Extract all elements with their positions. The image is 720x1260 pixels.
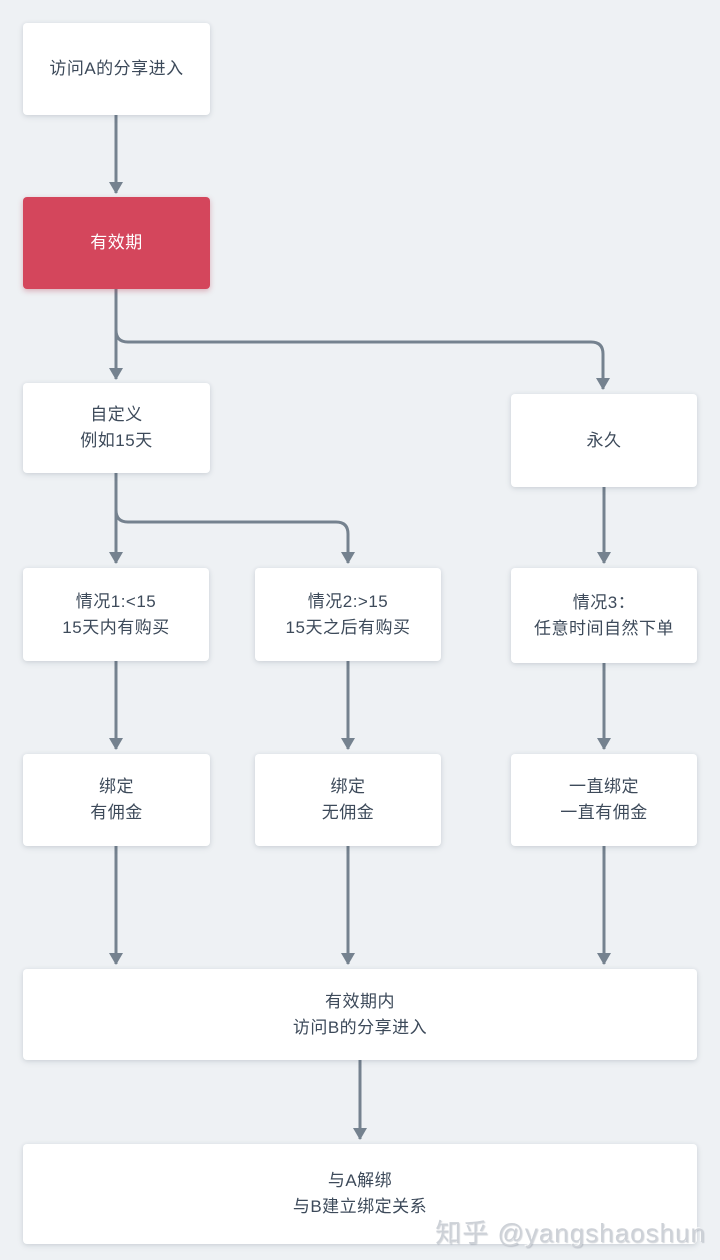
node-line: 任意时间自然下单 xyxy=(534,618,674,638)
node-line: 有佣金 xyxy=(90,803,143,822)
node-line: 情况1:<15 xyxy=(75,591,157,611)
node-line: 有效期内 xyxy=(325,991,395,1011)
node-line: 无佣金 xyxy=(321,803,375,822)
node-custom-duration: 自定义 例如15天 xyxy=(23,383,210,473)
node-line: 绑定 xyxy=(99,777,134,796)
node-line: 例如15天 xyxy=(80,431,153,450)
edge-custom-to-case2 xyxy=(114,473,355,564)
node-case3: 情况3： 任意时间自然下单 xyxy=(511,568,697,663)
node-line: 绑定 xyxy=(330,777,366,796)
node-line: 有效期 xyxy=(90,233,143,252)
node-rebind: 与A解绑 与B建立绑定关系 xyxy=(23,1144,697,1244)
node-line: 一直绑定 xyxy=(569,777,639,796)
node-bind-with-commission: 绑定 有佣金 xyxy=(23,754,210,846)
node-forever: 永久 xyxy=(511,394,697,487)
node-line: 与A解绑 xyxy=(327,1171,393,1190)
node-visit-a-share: 访问A的分享进入 xyxy=(23,23,210,115)
node-line: 自定义 xyxy=(90,405,143,424)
node-validity-period: 有效期 xyxy=(23,197,210,289)
node-line: 一直有佣金 xyxy=(560,803,648,822)
node-line: 15天之后有购买 xyxy=(285,617,411,637)
node-bind-always: 一直绑定 一直有佣金 xyxy=(511,754,697,846)
node-line: 情况3： xyxy=(572,592,636,612)
node-line: 15天内有购买 xyxy=(62,617,170,637)
node-line: 情况2:>15 xyxy=(307,591,389,611)
node-line: 访问A的分享进入 xyxy=(49,59,184,78)
node-case1: 情况1:<15 15天内有购买 xyxy=(23,568,209,661)
node-line: 访问B的分享进入 xyxy=(292,1017,428,1037)
node-case2: 情况2:>15 15天之后有购买 xyxy=(255,568,441,661)
node-visit-b-share: 有效期内 访问B的分享进入 xyxy=(23,969,697,1060)
node-line: 永久 xyxy=(586,430,622,450)
edge-validity-to-forever xyxy=(114,289,610,390)
node-bind-no-commission: 绑定 无佣金 xyxy=(255,754,441,846)
node-line: 与B建立绑定关系 xyxy=(292,1197,428,1216)
zhihu-watermark: 知乎 @yangshaoshun xyxy=(435,1218,706,1248)
